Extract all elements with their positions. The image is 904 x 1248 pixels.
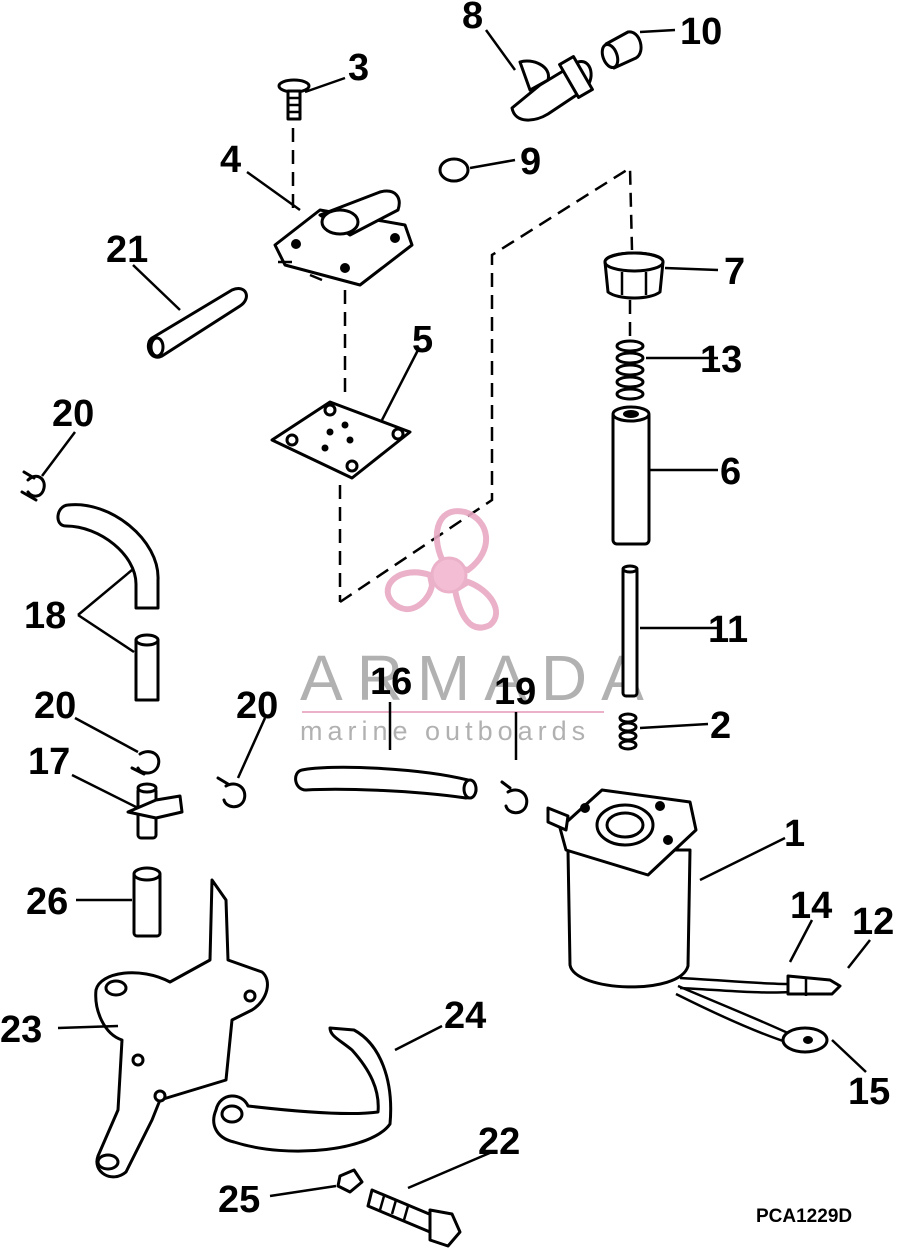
part-25-nut — [336, 1168, 364, 1194]
reference-code: PCA1229D — [756, 1206, 852, 1227]
part-20-clip-b — [130, 750, 161, 776]
callout-6: 6 — [720, 451, 741, 493]
part-17-tee-fitting — [126, 782, 184, 840]
part-10-cap — [600, 30, 643, 70]
callout-21: 21 — [106, 229, 148, 271]
propeller-icon — [384, 508, 499, 631]
callout-24: 24 — [444, 995, 486, 1037]
watermark-brand: ARMADA — [300, 642, 658, 714]
part-4-pump-cover — [273, 189, 414, 287]
callout-12: 12 — [852, 901, 894, 943]
callout-20c: 20 — [236, 685, 278, 727]
callout-labels: 8 10 3 9 4 21 7 5 13 20 6 18 11 16 19 20… — [0, 0, 894, 1221]
part-9-o-ring — [438, 157, 470, 183]
callout-19: 19 — [494, 671, 536, 713]
part-3-screw — [277, 78, 311, 121]
part-22-bolt — [366, 1188, 462, 1248]
callout-20b: 20 — [34, 685, 76, 727]
callout-7: 7 — [724, 251, 745, 293]
assembly-dash-lines — [291, 128, 634, 604]
part-2-spring — [618, 712, 638, 751]
part-5-gasket-plate — [270, 400, 412, 480]
part-11-rod — [621, 564, 639, 698]
part-18-bent-hose — [56, 503, 160, 702]
part-16-hose — [294, 765, 478, 800]
callout-14: 14 — [790, 885, 832, 927]
callout-15: 15 — [848, 1071, 890, 1113]
watermark-tagline: marine outboards — [300, 716, 590, 746]
callout-26: 26 — [26, 881, 68, 923]
callout-17: 17 — [28, 741, 70, 783]
leader-lines — [41, 28, 871, 1198]
part-6-cylinder — [611, 405, 651, 546]
part-20-clip-c — [216, 776, 247, 809]
callout-4: 4 — [220, 139, 241, 181]
part-19-clip — [500, 780, 529, 815]
part-8-fitting — [510, 55, 594, 122]
part-13-spring — [615, 339, 645, 401]
callout-1: 1 — [784, 813, 805, 855]
part-23-bracket — [94, 878, 269, 1179]
part-20-clip-a — [20, 470, 46, 502]
part-7-filter-cup — [603, 251, 665, 300]
part-21-hose — [146, 287, 248, 359]
callout-3: 3 — [348, 47, 369, 89]
callout-23: 23 — [0, 1009, 42, 1051]
callout-11: 11 — [708, 609, 748, 651]
callout-8: 8 — [462, 0, 483, 37]
callout-13: 13 — [700, 339, 742, 381]
part-1-pump-body — [546, 788, 698, 989]
callout-18: 18 — [24, 595, 66, 637]
part-wires — [675, 974, 842, 1054]
callout-10: 10 — [680, 11, 722, 53]
watermark-logo: ARMADA marine outboards — [300, 508, 658, 746]
callout-2: 2 — [710, 705, 731, 747]
callout-16: 16 — [370, 661, 412, 703]
callout-22: 22 — [478, 1121, 520, 1163]
callout-9: 9 — [520, 141, 541, 183]
part-24-strap — [212, 1026, 393, 1153]
callout-25: 25 — [218, 1179, 260, 1221]
callout-5: 5 — [412, 319, 433, 361]
part-26-tube — [132, 866, 162, 938]
callout-20a: 20 — [52, 393, 94, 435]
